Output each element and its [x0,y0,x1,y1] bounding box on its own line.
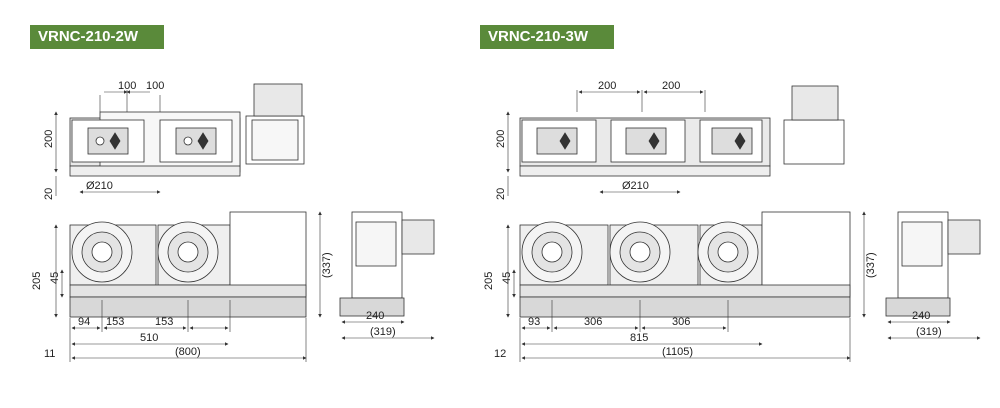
r-dim-337: (337) [865,252,877,278]
r-dim-306-b: 306 [672,316,690,328]
r-dim-306-a: 306 [584,316,602,328]
dim-153-a: 153 [106,316,124,328]
dim-100-b: 100 [146,80,164,92]
dim-100-a: 100 [118,80,136,92]
r-dim-93: 93 [528,316,540,328]
side-view-2w [339,211,435,317]
r-dim-200-b: 200 [662,80,680,92]
top-view-3w [519,85,845,177]
r-dim-45: 45 [501,272,513,284]
r-dim-200: 200 [495,130,507,148]
dim-205: 205 [31,272,43,290]
dim-337: (337) [321,252,333,278]
r-dim-205: 205 [483,272,495,290]
dim-20: 20 [43,188,55,200]
side-dim-319: (319) [370,326,396,338]
top-view-2w [69,83,305,177]
dim-800: (800) [175,346,201,358]
dim-11: 11 [44,348,55,360]
model-title-3w: VRNC-210-3W [480,25,614,49]
side-dim-240: 240 [366,310,384,322]
dim-200: 200 [43,130,55,148]
r-dim-815: 815 [630,332,648,344]
r-dim-1105: (1105) [662,346,693,358]
r-dim-200-a: 200 [598,80,616,92]
r-dim-12: 12 [494,348,506,360]
dim-510: 510 [140,332,158,344]
r-side-dim-319: (319) [916,326,942,338]
dim-94: 94 [78,316,90,328]
r-side-dim-240: 240 [912,310,930,322]
front-view-2w [69,211,307,318]
model-title-2w: VRNC-210-2W [30,25,164,49]
dim-dia: Ø210 [86,180,113,192]
front-view-3w [519,211,851,318]
dim-45: 45 [49,272,61,284]
r-dim-dia: Ø210 [622,180,649,192]
dim-153-b: 153 [155,316,173,328]
side-view-3w [885,211,981,317]
r-dim-20: 20 [495,188,507,200]
